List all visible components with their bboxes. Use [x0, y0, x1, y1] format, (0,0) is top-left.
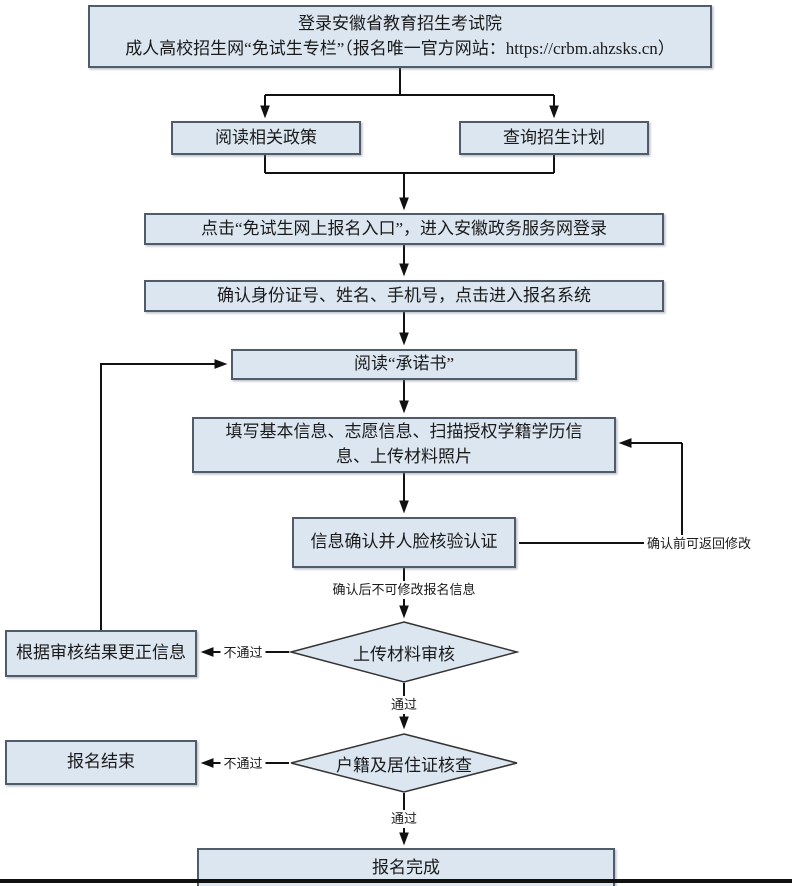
edge-label-after-confirm: 确认后不可修改报名信息 [329, 581, 479, 600]
node-login: 登录安徽省教育招生考试院 成人高校招生网“免试生专栏”（报名唯一官方网站：htt… [88, 5, 712, 68]
node-fill-info-label: 填写基本信息、志愿信息、扫描授权学籍学历信息、上传材料照片 [225, 422, 583, 466]
node-face-verify: 信息确认并人脸核验认证 [292, 517, 516, 568]
node-read-policy: 阅读相关政策 [171, 121, 361, 155]
edge-label-before-confirm: 确认前可返回修改 [644, 535, 755, 554]
node-material-review-label: 上传材料审核 [353, 644, 455, 664]
bottom-border-line [0, 879, 792, 883]
node-entry: 点击“免试生网上报名入口”，进入安徽政务服务网登录 [144, 213, 664, 245]
node-login-line1: 登录安徽省教育招生考试院 [298, 13, 502, 33]
edge-label-residence-fail: 不通过 [220, 755, 266, 774]
edge-label-residence-pass: 通过 [387, 810, 421, 829]
node-confirm-identity: 确认身份证号、姓名、手机号，点击进入报名系统 [144, 280, 664, 312]
edge-label-material-fail: 不通过 [220, 644, 266, 663]
node-residence-check: 户籍及居住证核查 [289, 733, 519, 793]
node-fill-info: 填写基本信息、志愿信息、扫描授权学籍学历信息、上传材料照片 [192, 417, 616, 473]
edge-correct-to-commitment [100, 359, 228, 630]
diamond-shape [289, 621, 519, 683]
node-correct-info: 根据审核结果更正信息 [5, 630, 197, 677]
node-material-review: 上传材料审核 [289, 621, 519, 683]
node-login-line2: 成人高校招生网“免试生专栏”（报名唯一官方网站：https://crbm.ahz… [125, 38, 675, 58]
node-commitment: 阅读“承诺书” [231, 349, 577, 380]
edge-merge [264, 155, 555, 174]
node-query-plan: 查询招生计划 [459, 121, 649, 155]
diamond-shape [290, 733, 518, 793]
node-registration-end: 报名结束 [5, 740, 197, 785]
node-residence-check-label: 户籍及居住证核查 [336, 755, 472, 775]
edge-login-split [265, 68, 554, 96]
edge-label-material-pass: 通过 [387, 696, 421, 715]
